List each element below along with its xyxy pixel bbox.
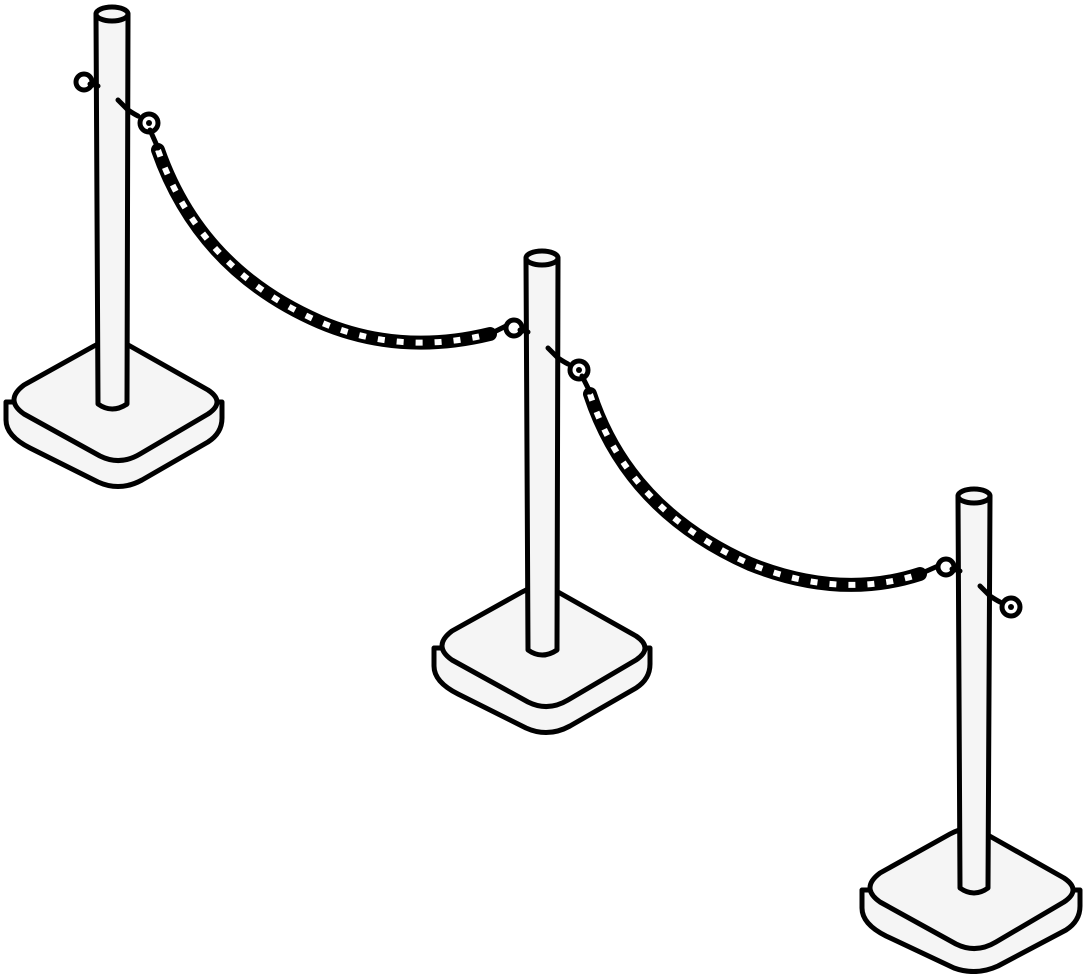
rope-segment-right — [579, 373, 941, 592]
rope-hook-right-front — [977, 583, 1023, 619]
post-pole-left — [93, 4, 131, 412]
stanchion-post-right — [859, 486, 1083, 974]
rope-segment-left — [147, 127, 509, 350]
rope-hook-middle-front — [545, 345, 591, 382]
stanchion-post-middle — [431, 248, 653, 735]
post-pole-middle — [523, 248, 561, 658]
rope-hook-middle-back — [503, 317, 531, 339]
stanchion-post-left — [3, 4, 225, 489]
rope-hook-left-back — [73, 71, 101, 93]
post-pole-right — [955, 486, 993, 896]
rope-hook-right-back — [935, 556, 963, 578]
